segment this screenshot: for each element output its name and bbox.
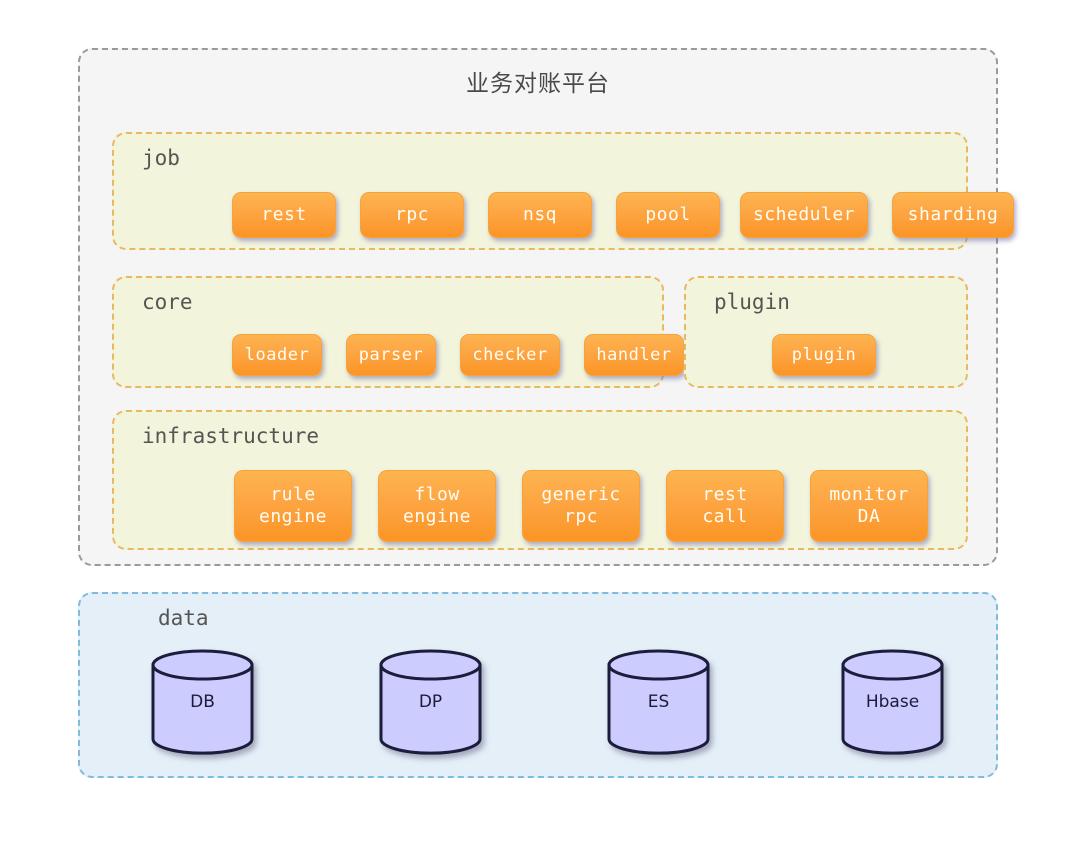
section-core: core loader parser checker handler — [112, 276, 684, 388]
datastore-es[interactable]: ES — [606, 649, 711, 755]
platform-container: 业务对账平台 job rest rpc nsq pool scheduler s… — [78, 48, 1014, 566]
section-infrastructure: infrastructure rule engine flow engine g… — [112, 410, 968, 550]
datastore-db[interactable]: DB — [150, 649, 255, 755]
cylinder-icon — [151, 649, 254, 755]
datastore-dp[interactable]: DP — [378, 649, 483, 755]
job-box-pool[interactable]: pool — [616, 192, 720, 238]
infra-box-rule-engine[interactable]: rule engine — [234, 470, 352, 542]
section-label-plugin: plugin — [714, 290, 790, 314]
plugin-box-plugin[interactable]: plugin — [772, 334, 876, 376]
job-box-rest[interactable]: rest — [232, 192, 336, 238]
job-box-sharding[interactable]: sharding — [892, 192, 1014, 238]
core-box-handler[interactable]: handler — [584, 334, 684, 376]
core-box-parser[interactable]: parser — [346, 334, 436, 376]
section-label-job: job — [142, 146, 180, 170]
section-plugin: plugin plugin — [684, 276, 968, 388]
section-label-core: core — [142, 290, 193, 314]
infra-box-rest-call[interactable]: rest call — [666, 470, 784, 542]
section-job: job rest rpc nsq pool scheduler sharding — [112, 132, 1014, 250]
core-box-loader[interactable]: loader — [232, 334, 322, 376]
infra-box-generic-rpc[interactable]: generic rpc — [522, 470, 640, 542]
job-box-nsq[interactable]: nsq — [488, 192, 592, 238]
section-data: data DB DP — [78, 592, 998, 778]
section-label-data: data — [158, 606, 209, 630]
cylinder-icon — [379, 649, 482, 755]
cylinder-icon — [607, 649, 710, 755]
cylinder-icon — [841, 649, 944, 755]
page-title: 业务对账平台 — [466, 71, 610, 97]
datastore-hbase[interactable]: Hbase — [840, 649, 945, 755]
infra-box-monitor-da[interactable]: monitor DA — [810, 470, 928, 542]
infra-box-flow-engine[interactable]: flow engine — [378, 470, 496, 542]
job-box-rpc[interactable]: rpc — [360, 192, 464, 238]
job-box-scheduler[interactable]: scheduler — [740, 192, 868, 238]
section-label-infrastructure: infrastructure — [142, 424, 320, 448]
core-box-checker[interactable]: checker — [460, 334, 560, 376]
